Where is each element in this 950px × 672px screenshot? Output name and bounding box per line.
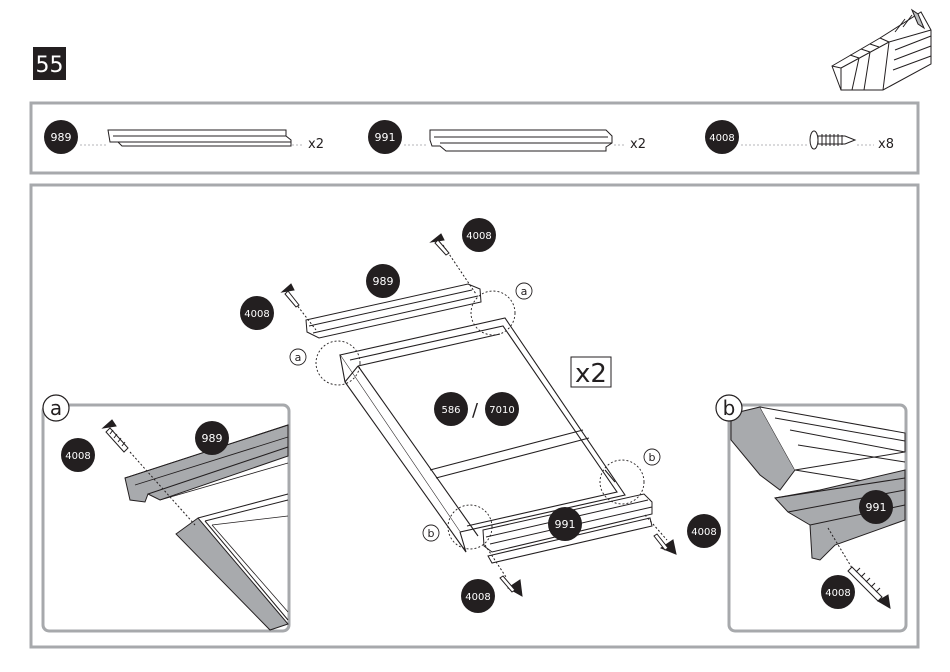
quantity-multiplier: x2 (571, 357, 611, 389)
part-quantity: x2 (308, 137, 324, 152)
detail-a-label: a (43, 395, 69, 421)
svg-text:a: a (50, 396, 62, 420)
part-badge-4008-left: 4008 (240, 296, 274, 330)
svg-text:a: a (295, 351, 302, 364)
detail-b: b 991 4008 (716, 395, 906, 631)
screw-icon (431, 234, 449, 255)
profile-989-icon (108, 130, 291, 146)
part-badge-989-main: 989 (366, 264, 400, 298)
svg-text:4008: 4008 (65, 451, 90, 462)
step-number: 55 (36, 53, 64, 78)
parts-list-item-991: 991 x2 (368, 120, 646, 154)
part-number: 4008 (709, 133, 734, 144)
screw-icon (810, 131, 855, 149)
detail-a-badge-989: 989 (195, 421, 229, 455)
svg-text:4008: 4008 (465, 592, 490, 603)
part-badge-4008-right: 4008 (687, 514, 721, 548)
callout-label-b-right: b (644, 449, 660, 465)
detail-b-label: b (716, 395, 742, 421)
part-number: 989 (51, 131, 72, 144)
svg-text:x2: x2 (575, 359, 607, 389)
svg-text:b: b (428, 527, 435, 540)
part-quantity: x2 (630, 137, 646, 152)
part-badge-4008-top: 4008 (462, 218, 496, 252)
svg-text:991: 991 (866, 501, 887, 514)
part-number: 991 (375, 131, 396, 144)
svg-text:b: b (723, 396, 736, 420)
screw-icon (500, 576, 522, 596)
svg-text:a: a (521, 285, 528, 298)
callout-label-a-top: a (516, 283, 532, 299)
svg-text:4008: 4008 (466, 231, 491, 242)
detail-b-badge-991: 991 (859, 490, 893, 524)
part-quantity: x8 (878, 137, 894, 152)
part-badge-4008-bottom: 4008 (461, 579, 495, 613)
panel-part-separator: / (472, 400, 479, 421)
screw-icon (282, 284, 299, 307)
profile-991-icon (430, 130, 612, 151)
part-badge-7010: 7010 (485, 392, 519, 426)
svg-text:7010: 7010 (489, 405, 514, 416)
callout-label-a-left: a (290, 349, 306, 365)
detail-a: a 4008 989 (43, 395, 289, 631)
step-number-badge: 55 (33, 47, 66, 80)
svg-text:989: 989 (373, 275, 394, 288)
part-badge-991-main: 991 (548, 507, 582, 541)
detail-a-badge-4008: 4008 (61, 438, 95, 472)
svg-text:4008: 4008 (825, 588, 850, 599)
callout-label-b-left: b (423, 525, 439, 541)
svg-text:991: 991 (555, 518, 576, 531)
parts-list-item-989: 989 x2 (44, 120, 324, 154)
svg-text:b: b (649, 451, 656, 464)
part-badge-586: 586 (434, 392, 468, 426)
svg-text:586: 586 (441, 405, 460, 416)
svg-text:4008: 4008 (244, 309, 269, 320)
greenhouse-thumbnail-icon (832, 10, 931, 90)
detail-b-badge-4008: 4008 (821, 575, 855, 609)
svg-text:4008: 4008 (691, 527, 716, 538)
parts-list-item-4008: 4008 x8 (705, 120, 894, 154)
svg-text:989: 989 (202, 432, 223, 445)
